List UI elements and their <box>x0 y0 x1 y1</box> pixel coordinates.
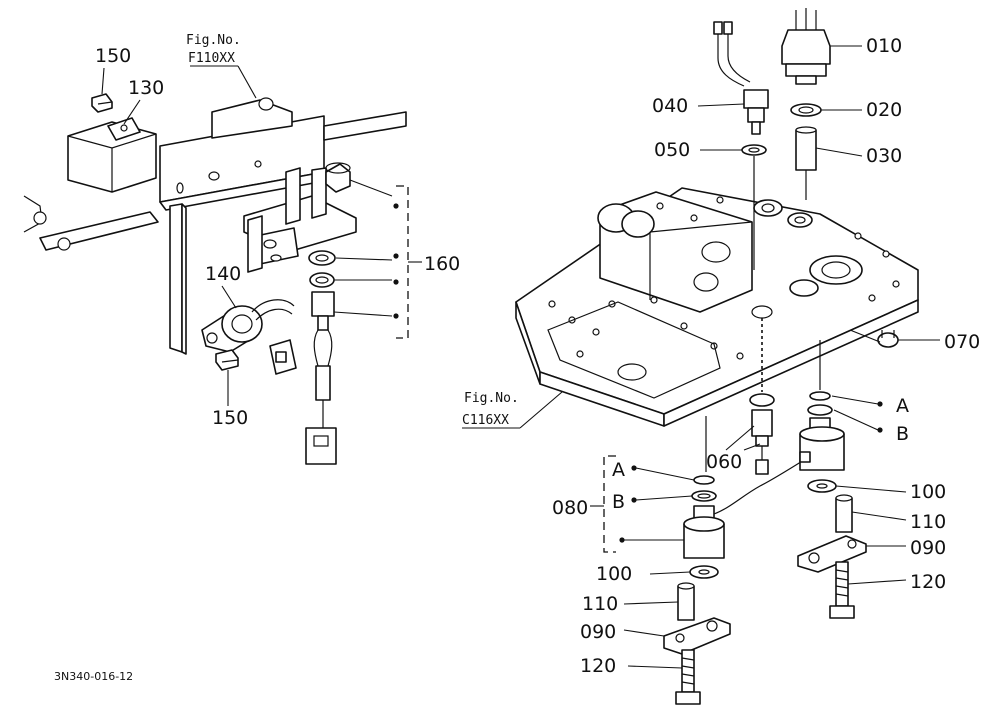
part-020-washer <box>790 103 862 117</box>
callout-070: 070 <box>944 331 980 353</box>
part-100-washer-left <box>649 565 719 579</box>
figure-ref-lower-line2: C116XX <box>462 413 509 428</box>
callout-100-right: 100 <box>910 481 946 503</box>
part-050-washer <box>700 144 767 156</box>
valve-body-plate <box>515 187 919 427</box>
callout-150-upper: 150 <box>95 45 131 67</box>
part-120-bolt-left <box>627 649 701 705</box>
callout-080: 080 <box>552 497 588 519</box>
part-090-plate-left <box>623 617 731 655</box>
part-110-sleeve-left <box>623 582 695 621</box>
part-160-switch-group <box>305 162 422 465</box>
part-130-module <box>67 117 157 193</box>
part-080-solenoid-right <box>799 391 845 471</box>
drawing-code: 3N340-016-12 <box>54 670 133 683</box>
part-150-bolt-lower <box>215 349 239 371</box>
callout-050: 050 <box>654 139 690 161</box>
part-150-bolt-upper <box>91 93 113 113</box>
callout-120-left: 120 <box>580 655 616 677</box>
callout-150-lower: 150 <box>212 407 248 429</box>
figure-ref-upper-line1: Fig.No. <box>186 33 241 48</box>
callout-140: 140 <box>205 263 241 285</box>
callout-160: 160 <box>424 253 460 275</box>
callout-a-right: A <box>896 395 909 417</box>
part-120-bolt-right <box>829 561 907 619</box>
figure-ref-lower-line1: Fig.No. <box>464 391 519 406</box>
callout-060: 060 <box>706 451 742 473</box>
part-010-switch <box>781 8 862 85</box>
part-040-sensor <box>697 21 769 135</box>
callout-020: 020 <box>866 99 902 121</box>
callout-090-right: 090 <box>910 537 946 559</box>
part-070-ring <box>849 329 940 348</box>
part-060-solenoid <box>725 393 775 475</box>
callout-110-right: 110 <box>910 511 946 533</box>
part-110-sleeve-right <box>835 494 907 533</box>
callout-090-left: 090 <box>580 621 616 643</box>
callout-a-left: A <box>612 459 625 481</box>
callout-130: 130 <box>128 77 164 99</box>
callout-110-left: 110 <box>582 593 618 615</box>
part-090-plate-right <box>797 535 906 573</box>
callout-120-right: 120 <box>910 571 946 593</box>
callout-010: 010 <box>866 35 902 57</box>
bracket-assembly <box>23 97 407 355</box>
callout-b-left: B <box>612 491 625 513</box>
callout-040: 040 <box>652 95 688 117</box>
figure-ref-upper-line2: F110XX <box>188 51 235 66</box>
part-080-solenoid-left <box>683 459 805 559</box>
part-100-washer-right <box>807 479 907 493</box>
part-030-sleeve <box>795 126 863 171</box>
callout-100-left: 100 <box>596 563 632 585</box>
callout-030: 030 <box>866 145 902 167</box>
part-140-sensor <box>201 299 297 375</box>
callout-b-right: B <box>896 423 909 445</box>
